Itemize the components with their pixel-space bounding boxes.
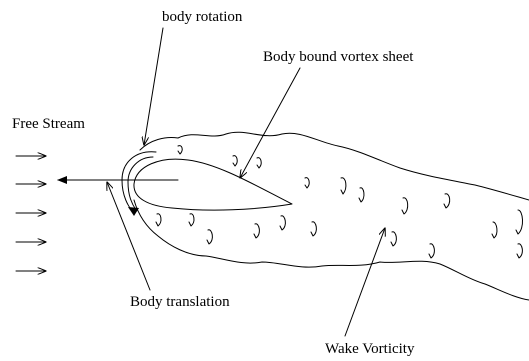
airfoil-body (134, 159, 292, 210)
pointer-body-bound-vortex-sheet (240, 68, 300, 178)
label-body-rotation: body rotation (162, 9, 243, 25)
vortex-curl (178, 146, 182, 154)
free-stream-arrows (16, 156, 46, 271)
wake-vortices (156, 146, 523, 258)
label-wake-vorticity: Wake Vorticity (325, 341, 415, 357)
pointer-body-rotation (144, 28, 163, 145)
vortex-curl (492, 222, 497, 238)
vortex-curl (254, 224, 259, 238)
vortex-curl (280, 216, 285, 230)
vortex-curl (444, 194, 450, 208)
vortex-curl (341, 178, 346, 194)
pointer-wake-vorticity (345, 228, 385, 336)
body-rotation-arrowhead (128, 207, 139, 216)
vortex-curl (257, 158, 261, 168)
vortex-curl (207, 230, 212, 244)
vortex-curl (517, 244, 522, 258)
pointer-body-translation (107, 182, 150, 290)
vortex-curl (233, 156, 237, 166)
label-free-stream: Free Stream (12, 116, 85, 132)
vortex-curl (189, 214, 194, 226)
vortex-curl (156, 214, 161, 226)
vortex-curl (311, 222, 316, 236)
vortex-curl (516, 210, 523, 234)
vortex-curl (402, 198, 408, 214)
vortex-curl (305, 178, 309, 188)
vortex-curl (391, 232, 396, 246)
vortex-curl (429, 244, 434, 258)
vortex-curl (359, 188, 364, 202)
label-body-bound-vortex-sheet: Body bound vortex sheet (263, 49, 414, 65)
label-body-translation: Body translation (130, 294, 230, 310)
